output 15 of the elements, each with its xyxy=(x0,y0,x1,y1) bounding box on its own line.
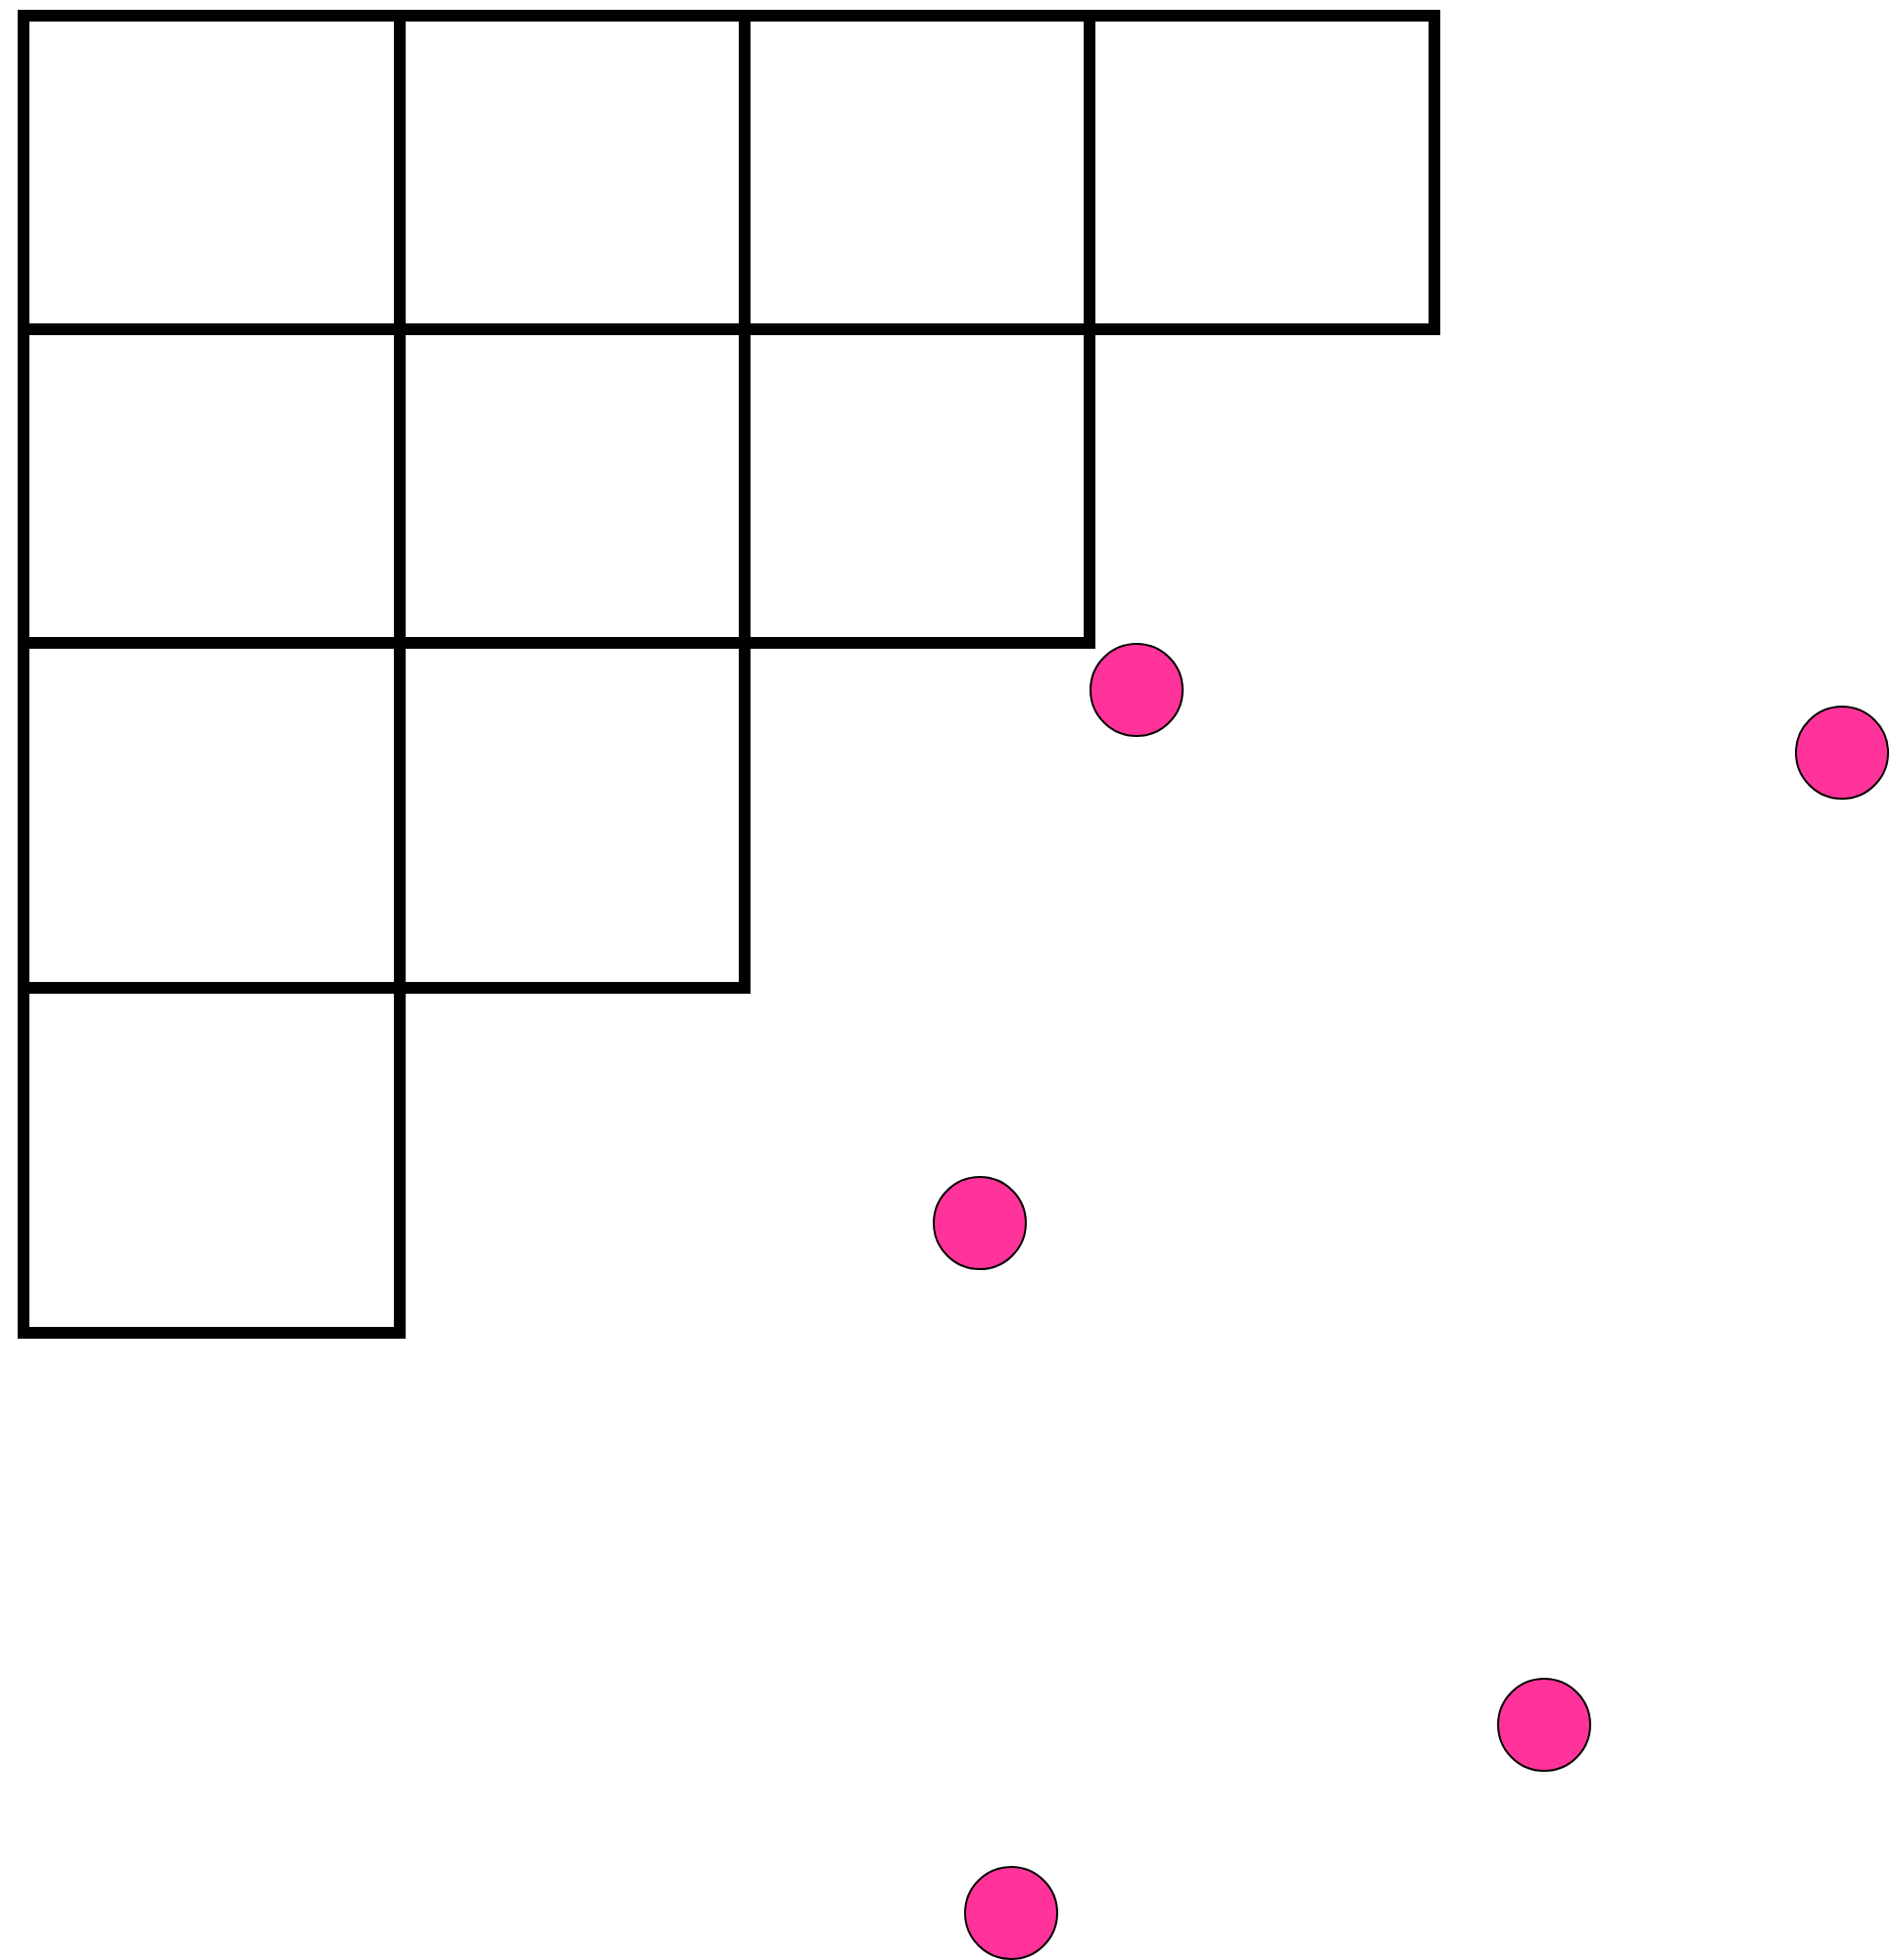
grid-cell xyxy=(18,988,406,1339)
grid-cell xyxy=(18,329,400,643)
dot xyxy=(1090,643,1184,737)
grid-cell xyxy=(400,329,745,643)
grid-cell xyxy=(745,329,1095,649)
grid-cell xyxy=(400,10,745,329)
grid-cell xyxy=(400,643,751,994)
grid-cell xyxy=(18,643,400,988)
grid-cell xyxy=(1090,10,1440,335)
grid-cell xyxy=(18,10,400,329)
dot xyxy=(933,1176,1027,1270)
grid-cell xyxy=(745,10,1090,329)
dot xyxy=(1497,1678,1591,1772)
dot xyxy=(964,1866,1058,1960)
dot xyxy=(1795,706,1889,800)
